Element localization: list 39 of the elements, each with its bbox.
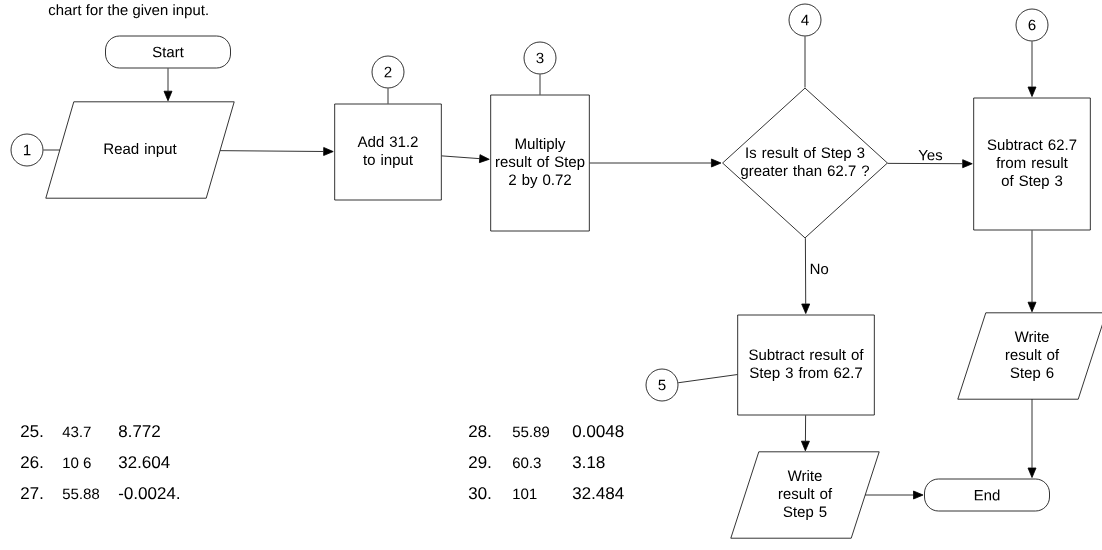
arrow (801, 237, 811, 314)
process-box: Subtract result of Step 3 from 62.7 (737, 314, 875, 416)
arrow (864, 490, 924, 500)
problem-number: 25. (21, 425, 43, 438)
problem-number: 29. (469, 456, 491, 469)
input-output-parallelogram: Write result of Step 5 (730, 451, 880, 539)
input-value: 10 6 (63, 457, 91, 469)
answer-value: 0.0048 (572, 425, 624, 438)
input-value: 101 (513, 488, 537, 500)
problem-number: 26. (21, 456, 43, 469)
answer-value: -0.0024. (118, 487, 179, 500)
input-output-parallelogram: Read input (45, 101, 235, 199)
answer-value: 8.772 (118, 425, 160, 438)
answer-value: 32.604 (118, 456, 170, 469)
problem-number: 30. (468, 487, 491, 500)
input-value: 43.7 (62, 426, 91, 438)
arrow (219, 147, 334, 156)
input-value: 60.3 (513, 457, 541, 469)
edge-label: No (808, 262, 830, 276)
edge-label: Yes (917, 148, 944, 162)
problem-number: 28. (469, 425, 491, 438)
answer-value: 32.484 (572, 487, 624, 500)
caption-text: chart for the given input. (48, 4, 208, 19)
arrow (1027, 41, 1037, 97)
input-output-parallelogram: Write result of Step 6 (957, 312, 1102, 400)
arrow (163, 68, 173, 102)
arrow (441, 154, 490, 164)
problem-number: 27. (21, 487, 43, 499)
arrow (589, 158, 722, 168)
process-box: Multiply result of Step 2 by 0.72 (490, 94, 590, 232)
arrow (801, 415, 810, 452)
arrow (1027, 230, 1037, 313)
process-box: Subtract 62.7 from result of Step 3 (973, 97, 1091, 231)
arrow (1027, 398, 1037, 478)
process-box: Add 31.2 to input (334, 103, 442, 201)
arrow (887, 159, 973, 169)
input-value: 55.89 (512, 426, 549, 438)
answer-value: 3.18 (572, 456, 605, 469)
input-value: 55.88 (62, 488, 100, 500)
